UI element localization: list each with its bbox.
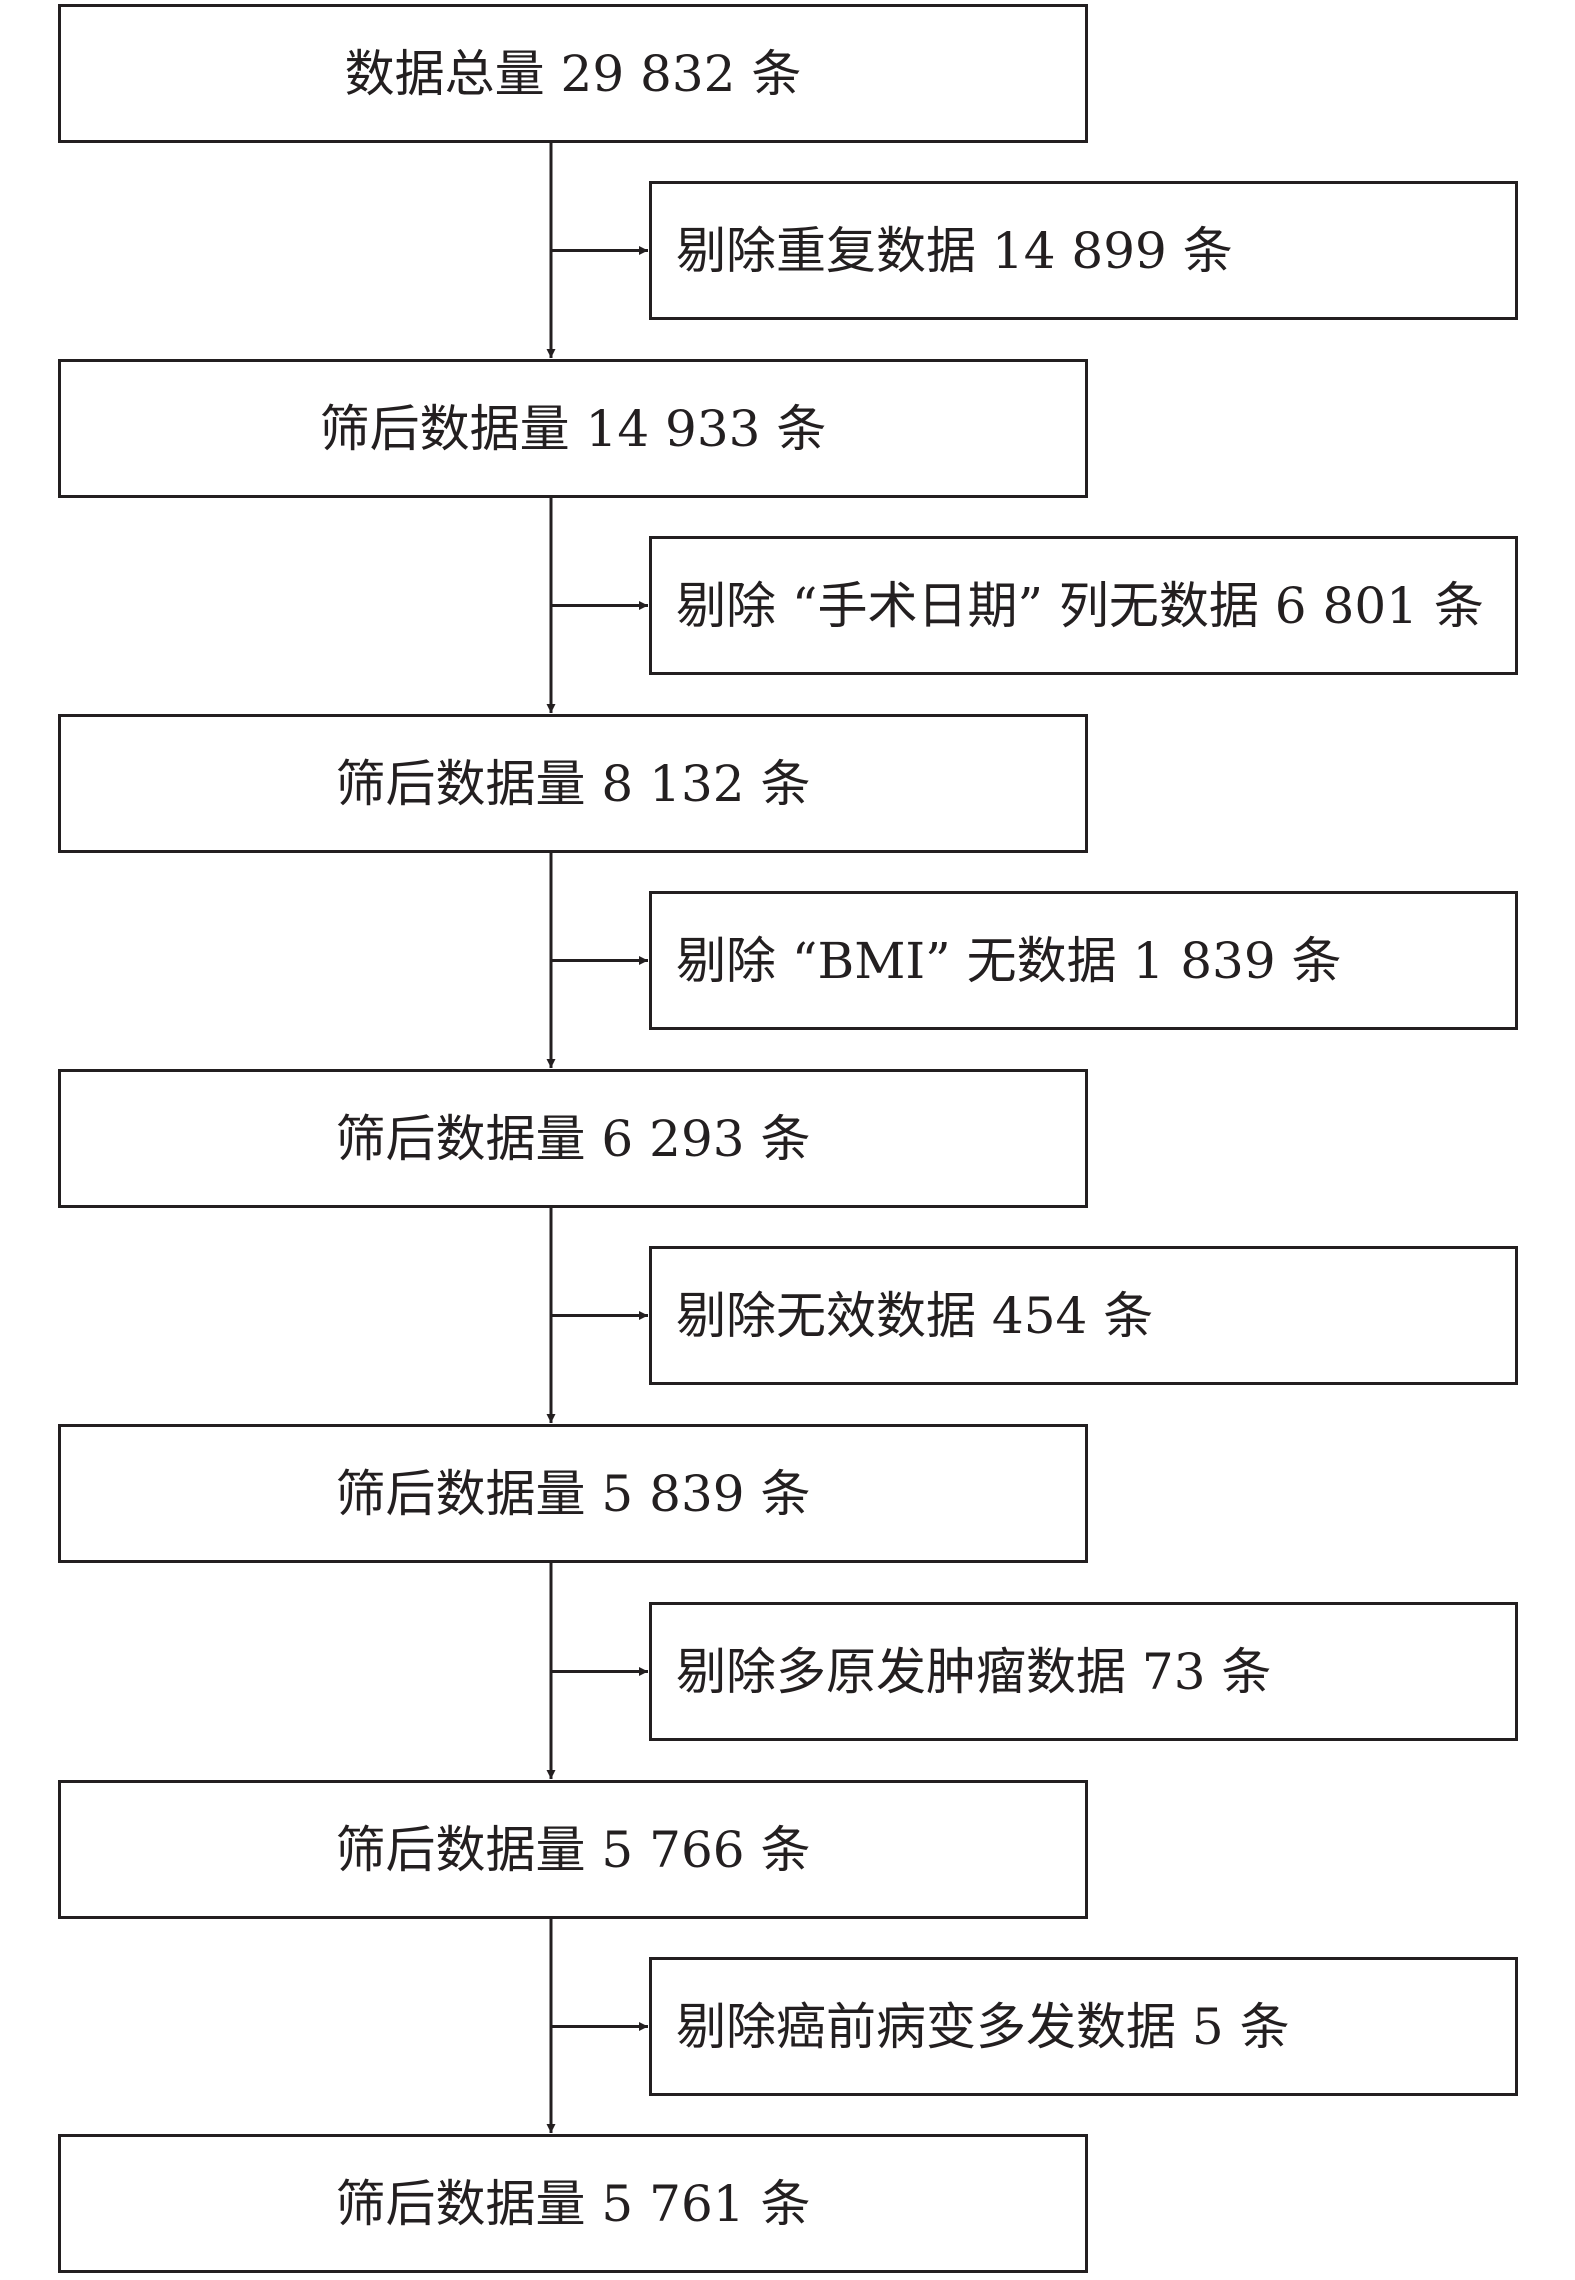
step-box-final: 筛后数据量 5 761 条 [58,2134,1088,2273]
exclusion-label: 剔除 “手术日期” 列无数据 6 801 条 [676,576,1484,635]
step-box-total: 数据总量 29 832 条 [58,4,1088,143]
exclusion-box-invalid: 剔除无效数据 454 条 [649,1246,1518,1385]
step-label: 筛后数据量 6 293 条 [335,1109,811,1168]
step-label: 筛后数据量 14 933 条 [319,399,827,458]
exclusion-label: 剔除多原发肿瘤数据 73 条 [676,1642,1272,1701]
exclusion-label: 剔除癌前病变多发数据 5 条 [676,1997,1290,2056]
step-box-after-bmi: 筛后数据量 6 293 条 [58,1069,1088,1208]
exclusion-box-multiple-primary: 剔除多原发肿瘤数据 73 条 [649,1602,1518,1741]
exclusion-label: 剔除重复数据 14 899 条 [676,221,1233,280]
step-label: 筛后数据量 5 839 条 [335,1464,811,1523]
step-box-after-surgery-date: 筛后数据量 8 132 条 [58,714,1088,853]
exclusion-box-precancerous: 剔除癌前病变多发数据 5 条 [649,1957,1518,2096]
exclusion-label: 剔除无效数据 454 条 [676,1286,1154,1345]
step-box-after-dedup: 筛后数据量 14 933 条 [58,359,1088,498]
exclusion-box-surgery-date: 剔除 “手术日期” 列无数据 6 801 条 [649,536,1518,675]
step-label: 筛后数据量 5 766 条 [335,1820,811,1879]
exclusion-label: 剔除 “BMI” 无数据 1 839 条 [676,931,1342,990]
step-box-after-invalid: 筛后数据量 5 839 条 [58,1424,1088,1563]
step-label: 数据总量 29 832 条 [344,44,802,103]
step-label: 筛后数据量 8 132 条 [335,754,811,813]
step-box-after-multiple-primary: 筛后数据量 5 766 条 [58,1780,1088,1919]
step-label: 筛后数据量 5 761 条 [335,2174,811,2233]
exclusion-box-duplicates: 剔除重复数据 14 899 条 [649,181,1518,320]
exclusion-box-bmi: 剔除 “BMI” 无数据 1 839 条 [649,891,1518,1030]
